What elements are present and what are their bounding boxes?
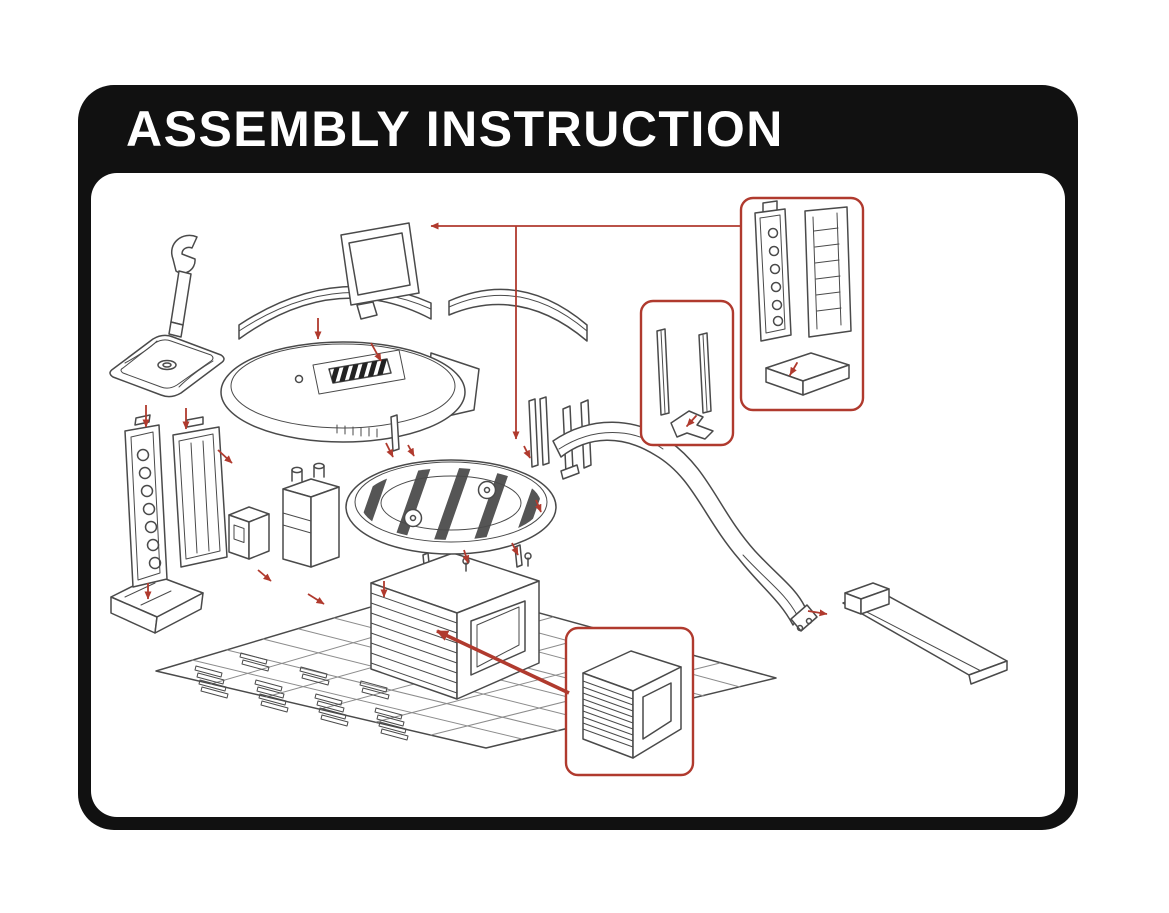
helipad-platform-drawing [345, 459, 557, 555]
callout-post-parts-detail [639, 299, 735, 447]
support-tower-drawing [124, 414, 228, 588]
deck-tick-row [336, 424, 378, 438]
garage-box-drawing [370, 552, 540, 700]
assembly-arrows [142, 222, 828, 695]
instruction-frame: ASSEMBLY INSTRUCTION [78, 85, 1078, 830]
upper-deck-platform-drawing [220, 341, 480, 443]
assembly-diagram [109, 196, 1008, 777]
vent-slots [194, 652, 409, 741]
callout-pillar-ladder-detail [739, 196, 865, 412]
callout-garage-shutter-detail [564, 626, 695, 777]
machine-unit-drawing [282, 462, 340, 568]
deck-support-posts-drawing [390, 396, 550, 576]
roof-canopy-tray-drawing [109, 334, 225, 398]
signboard-frame-drawing [340, 222, 420, 320]
garage-shutter-lines [370, 592, 458, 694]
header-band: ASSEMBLY INSTRUCTION [78, 85, 1078, 173]
control-box-drawing [228, 506, 270, 560]
page-title: ASSEMBLY INSTRUCTION [126, 101, 784, 157]
slide-ramp-drawing [552, 399, 818, 632]
callout-shutter-lines [582, 680, 634, 748]
tower-base-wedge-drawing [110, 574, 204, 634]
launch-ramp-drawing [842, 582, 1008, 685]
wrench-tool-drawing [168, 234, 198, 338]
diagram-canvas [91, 173, 1065, 817]
canopy-wall-right-drawing [448, 288, 588, 342]
